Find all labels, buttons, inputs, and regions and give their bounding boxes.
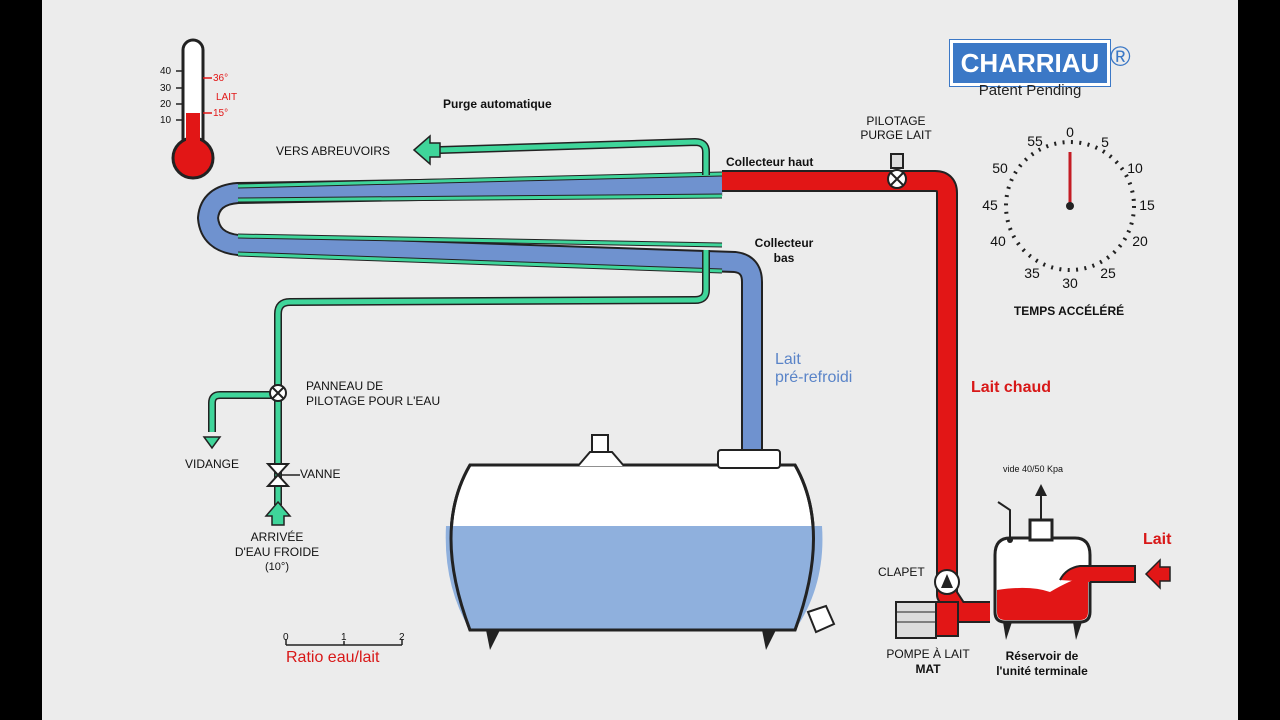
arrivee-arrow-icon [264,500,292,526]
vers-abreuvoirs-label: VERS ABREUVOIRS [276,144,391,158]
lait-chaud-label: Lait chaud [971,379,1052,396]
lait-in-label: Lait [1143,531,1172,548]
arrivee-label-1: ARRIVÉE [250,530,304,544]
arrivee-label-2: D'EAU FROIDE [234,545,320,559]
vers-abreuvoirs-arrow-icon [412,134,441,166]
collecteur-haut-label: Collecteur haut [726,155,814,169]
pilotage-purge-label-2: PURGE LAIT [860,128,932,142]
ratio-scale [285,639,403,646]
ratio-tick-1: 1 [341,632,347,643]
pompe-label-1: POMPE À LAIT [886,647,970,661]
thermo-tick-40: 40 [160,66,172,77]
dial-30: 30 [1062,275,1078,291]
thermo-mark-high: 36° [213,73,229,84]
dial-40: 40 [990,233,1006,249]
patent-pending: Patent Pending [978,82,1082,99]
milk-cool-pipe-fill [199,176,761,455]
collecteur-bas-label-2: bas [773,251,795,265]
thermo-tick-20: 20 [160,99,172,110]
charriau-logo: CHARRIAU [950,40,1110,86]
panneau-label-1: PANNEAU DE [306,379,384,393]
ratio-tick-0: 0 [283,632,289,643]
thermo-label: LAIT [216,92,238,103]
vanne-valve-icon [265,463,300,487]
vanne-label: VANNE [300,467,341,481]
reservoir-terminal [993,484,1136,640]
timer-dial [1004,140,1136,272]
dial-0: 0 [1066,124,1074,140]
dial-15: 15 [1139,197,1155,213]
ratio-title: Ratio eau/lait [286,649,380,666]
purge-automatique-label: Purge automatique [443,97,552,111]
vidange-arrow-icon [202,436,222,450]
dial-55: 55 [1027,133,1043,149]
panneau-label-2: PILOTAGE POUR L'EAU [306,394,441,408]
dial-20: 20 [1132,233,1148,249]
dial-25: 25 [1100,265,1116,281]
thermo-mark-low: 15° [213,108,229,119]
reservoir-label-2: l'unité terminale [996,664,1088,678]
dial-45: 45 [982,197,998,213]
pilotage-purge-valve-icon [887,153,907,189]
vidange-label: VIDANGE [185,457,240,471]
pilotage-purge-label-1: PILOTAGE [866,114,926,128]
dial-35: 35 [1024,265,1040,281]
milk-cool-pipe [197,174,763,455]
dial-50: 50 [992,160,1008,176]
thermo-tick-30: 30 [160,83,172,94]
thermometer [171,38,215,180]
lait-pre-label-2: pré-refroidi [775,369,853,386]
dial-5: 5 [1101,134,1109,150]
thermo-tick-10: 10 [160,115,172,126]
collecteur-bas-label-1: Collecteur [754,236,814,250]
pompe-icon [895,601,959,639]
panneau-valve-icon [269,384,287,402]
clapet-icon [934,569,960,595]
temps-accelere-label: TEMPS ACCÉLÉRÉ [1013,304,1125,318]
clapet-label: CLAPET [878,565,925,579]
reservoir-label-1: Réservoir de [1005,649,1079,663]
lait-pre-label-1: Lait [775,351,801,368]
pompe-label-2: MAT [915,662,941,676]
lait-in-arrow-icon [1144,558,1171,590]
dial-10: 10 [1127,160,1143,176]
ratio-tick-2: 2 [399,632,405,643]
milk-tank [445,434,836,650]
vide-label: vide 40/50 Kpa [1003,464,1064,474]
arrivee-label-3: (10°) [265,561,289,573]
registered-mark: ® [1110,41,1131,72]
